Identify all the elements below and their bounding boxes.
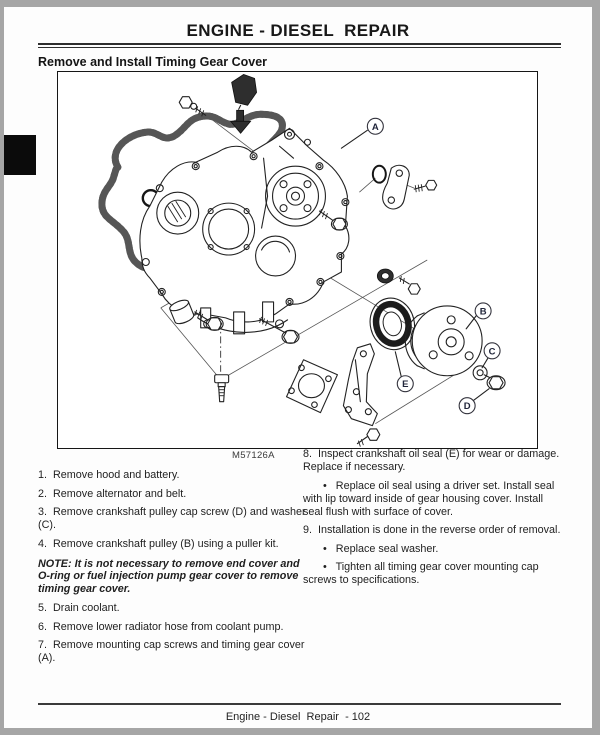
- pulley-washer: [472, 365, 488, 381]
- step-6: 6. Remove lower radiator hose from coola…: [38, 620, 284, 633]
- pulley-cap-screw: [483, 374, 506, 391]
- step-1: 1. Remove hood and battery.: [38, 469, 180, 481]
- exploded-diagram: A B C D E: [98, 73, 506, 447]
- svg-text:E: E: [402, 379, 408, 390]
- crankshaft-opening: [255, 235, 297, 277]
- step-4: 4. Remove crankshaft pulley (B) using a …: [38, 537, 279, 550]
- step-8: 8. Inspect crankshaft oil seal (E) for w…: [303, 448, 563, 473]
- injection-pump-cover-circles: [265, 165, 326, 227]
- callout-c: C: [481, 342, 501, 369]
- bullet-replace-seal-washer: • Replace seal washer.: [323, 542, 439, 555]
- procedure-right-column: 8. Inspect crankshaft oil seal (E) for w…: [303, 448, 564, 593]
- bolt-lower-left: [194, 309, 224, 331]
- svg-text:A: A: [372, 122, 379, 133]
- page-header-title: ENGINE - DIESEL REPAIR: [186, 21, 410, 40]
- timing-cover-casting: [139, 127, 350, 335]
- procedure-left-column: 1. Remove hood and battery. 2. Remove al…: [38, 469, 306, 671]
- step-9: 9. Installation is done in the reverse o…: [303, 524, 561, 536]
- step-7: 7. Remove mounting cap screws and timing…: [38, 639, 308, 664]
- bullet-replace-oil-seal: • Replace oil seal using a driver set. I…: [303, 479, 558, 518]
- mounting-bracket: [342, 343, 378, 427]
- bolt-vertical: [214, 374, 230, 403]
- figure-id-caption: M57126A: [232, 450, 275, 461]
- bolt-housing-mid: [318, 208, 348, 231]
- svg-text:B: B: [480, 306, 487, 317]
- note-paragraph: NOTE: It is not necessary to remove end …: [38, 557, 303, 595]
- sealant-arrow: [229, 109, 252, 134]
- callout-a: A: [340, 117, 384, 149]
- header-double-rule: [38, 43, 561, 48]
- access-cover-plate: [382, 164, 410, 210]
- o-ring-access: [371, 164, 387, 184]
- page-edge-tab: [4, 135, 36, 175]
- bolt-bushing: [398, 275, 421, 295]
- figure-timing-gear-cover: A B C D E: [57, 71, 538, 449]
- sealant-applicator: [231, 73, 258, 110]
- pump-flange-circle: [202, 202, 256, 256]
- manual-page: ENGINE - DIESEL REPAIR Remove and Instal…: [4, 7, 592, 728]
- footer-rule: [38, 703, 561, 705]
- bolt-bracket: [356, 428, 381, 447]
- water-pump-boss: [156, 191, 200, 235]
- section-heading: Remove and Install Timing Gear Cover: [38, 55, 268, 69]
- bolt-access-cover: [413, 179, 438, 193]
- bolt-long-mounting: [259, 316, 300, 344]
- page-footer: Engine - Diesel Repair - 102: [225, 711, 371, 723]
- bolt-top-left: [178, 96, 207, 117]
- callout-d: D: [458, 388, 490, 415]
- seal-washer-bushing: [376, 268, 394, 284]
- svg-text:D: D: [464, 401, 471, 412]
- bolt-holes: [141, 152, 350, 324]
- cover-plate-gasket: [285, 359, 338, 414]
- crankshaft-oil-seal: [369, 297, 416, 351]
- step-2: 2. Remove alternator and belt.: [38, 487, 187, 500]
- step-3: 3. Remove crankshaft pulley cap screw (D…: [38, 506, 309, 531]
- callout-b: B: [465, 302, 492, 330]
- step-5: 5. Drain coolant.: [38, 602, 120, 614]
- svg-text:C: C: [489, 346, 496, 357]
- bullet-tighten-cap-screws: • Tighten all timing gear cover mounting…: [303, 561, 542, 586]
- cup-plug: [169, 299, 195, 325]
- callout-e: E: [394, 351, 414, 393]
- crankshaft-pulley: [404, 305, 483, 377]
